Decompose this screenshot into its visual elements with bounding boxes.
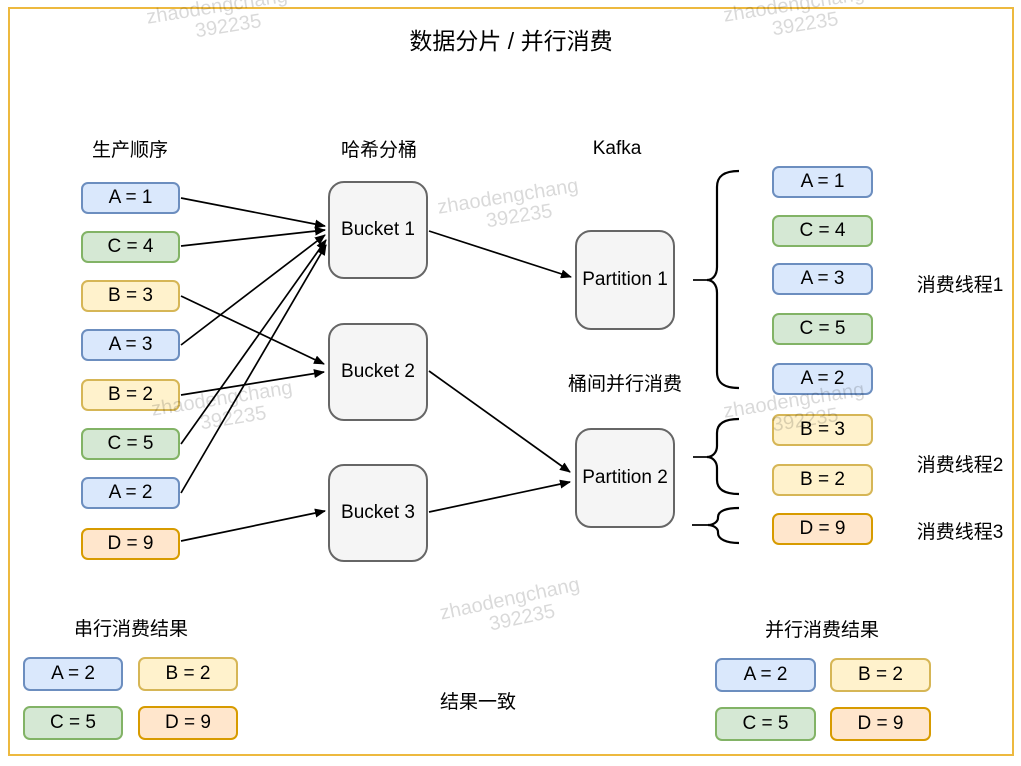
consumer-item: C = 4 xyxy=(772,215,873,247)
producer-item: C = 4 xyxy=(81,231,180,263)
consumer-item: A = 2 xyxy=(772,363,873,395)
parallel-result-item: B = 2 xyxy=(830,658,931,692)
diagram-title: 数据分片 / 并行消费 xyxy=(409,28,613,54)
consumer-item-label: B = 2 xyxy=(800,469,845,490)
parallel-result-label: D = 9 xyxy=(857,713,904,734)
consumer-item: A = 1 xyxy=(772,166,873,198)
parallel-result-title: 并行消费结果 xyxy=(764,620,879,641)
bucket-node: Bucket 2 xyxy=(328,323,428,421)
serial-result-title: 串行消费结果 xyxy=(73,619,188,640)
producer-item: A = 1 xyxy=(81,182,180,214)
producer-item-label: B = 3 xyxy=(108,285,153,306)
serial-result-item: A = 2 xyxy=(23,657,123,691)
diagram-border xyxy=(8,7,1014,756)
inter-bucket-note: 桶间并行消费 xyxy=(567,374,682,395)
serial-result-label: C = 5 xyxy=(50,712,96,733)
producer-item-label: A = 3 xyxy=(108,334,153,355)
serial-result-item: D = 9 xyxy=(138,706,238,740)
serial-result-item: C = 5 xyxy=(23,706,123,740)
consumer-item-label: C = 4 xyxy=(799,220,846,241)
consumer-item: B = 3 xyxy=(772,414,873,446)
producer-item-label: C = 5 xyxy=(107,433,154,454)
serial-result-item: B = 2 xyxy=(138,657,238,691)
serial-result-label: B = 2 xyxy=(165,663,211,684)
serial-result-label: D = 9 xyxy=(165,712,211,733)
consumer-item: A = 3 xyxy=(772,263,873,295)
thread-label: 消费线程1 xyxy=(916,275,1004,296)
kafka-column-label: Kafka xyxy=(592,138,642,159)
consumer-item-label: A = 3 xyxy=(800,268,845,289)
serial-result-label: A = 2 xyxy=(51,663,95,684)
bucket-node: Bucket 1 xyxy=(328,181,428,279)
producer-item-label: B = 2 xyxy=(108,384,153,405)
consumer-item-label: C = 5 xyxy=(799,318,846,339)
consumer-item: D = 9 xyxy=(772,513,873,545)
parallel-result-item: D = 9 xyxy=(830,707,931,741)
parallel-result-label: C = 5 xyxy=(742,713,789,734)
consumer-item-label: A = 2 xyxy=(800,368,845,389)
producer-item: B = 2 xyxy=(81,379,180,411)
producer-item: A = 2 xyxy=(81,477,180,509)
partition-node: Partition 1 xyxy=(575,230,675,330)
hash-bucket-column-label: 哈希分桶 xyxy=(340,140,417,161)
producer-item: C = 5 xyxy=(81,428,180,460)
bucket-node: Bucket 3 xyxy=(328,464,428,562)
producer-item-label: C = 4 xyxy=(107,236,154,257)
partition-label: Partition 1 xyxy=(582,269,668,290)
consistent-note: 结果一致 xyxy=(439,692,516,713)
parallel-result-item: C = 5 xyxy=(715,707,816,741)
consumer-item-label: B = 3 xyxy=(800,419,845,440)
producer-item-label: A = 1 xyxy=(108,187,153,208)
bucket-label: Bucket 1 xyxy=(341,219,415,240)
parallel-result-label: B = 2 xyxy=(858,664,903,685)
partition-label: Partition 2 xyxy=(582,467,668,488)
parallel-result-item: A = 2 xyxy=(715,658,816,692)
thread-label: 消费线程3 xyxy=(916,522,1004,543)
consumer-item: C = 5 xyxy=(772,313,873,345)
bucket-label: Bucket 2 xyxy=(341,361,415,382)
producer-column-label: 生产顺序 xyxy=(91,140,168,161)
producer-item-label: D = 9 xyxy=(107,533,154,554)
consumer-item: B = 2 xyxy=(772,464,873,496)
consumer-item-label: A = 1 xyxy=(800,171,845,192)
producer-item: B = 3 xyxy=(81,280,180,312)
parallel-result-label: A = 2 xyxy=(743,664,788,685)
consumer-item-label: D = 9 xyxy=(799,518,846,539)
thread-label: 消费线程2 xyxy=(916,455,1004,476)
producer-item: D = 9 xyxy=(81,528,180,560)
partition-node: Partition 2 xyxy=(575,428,675,528)
producer-item: A = 3 xyxy=(81,329,180,361)
producer-item-label: A = 2 xyxy=(108,482,153,503)
bucket-label: Bucket 3 xyxy=(341,502,415,523)
